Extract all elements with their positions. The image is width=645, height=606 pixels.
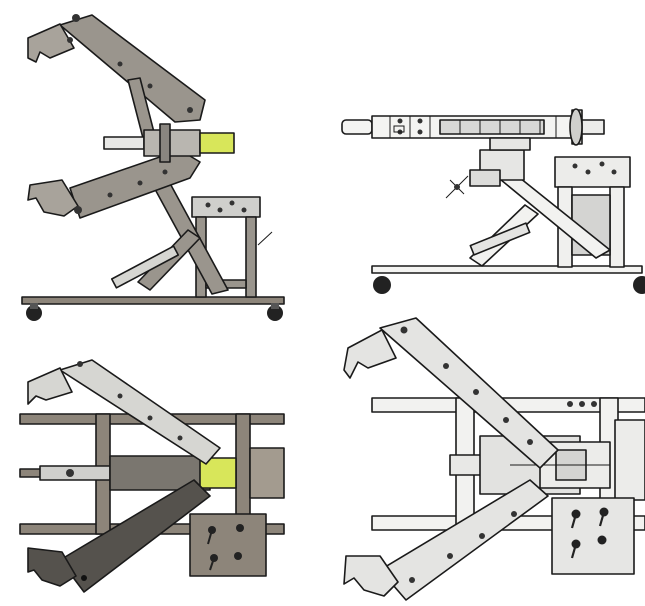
lower-arm (343, 479, 549, 601)
top-view-light-panel (320, 300, 645, 606)
control-box (189, 513, 267, 577)
upper-arm (27, 359, 221, 465)
control-box (551, 497, 635, 575)
support-stand (554, 156, 631, 268)
upper-arm (343, 317, 559, 469)
side-view-retracted-panel (0, 0, 320, 330)
top-view-shaded-drawing (19, 359, 285, 593)
side-view-extended-panel (320, 0, 645, 330)
tool-head (445, 149, 525, 199)
side-view-retracted-drawing (21, 14, 285, 321)
scissor-linkage (110, 175, 229, 295)
top-view-light-drawing (343, 317, 645, 601)
top-view-shaded-panel (0, 330, 320, 606)
upper-jaw-tip (27, 367, 73, 405)
side-view-extended-drawing (341, 108, 645, 294)
scissor-linkage (469, 169, 611, 267)
lower-jaw-tip (27, 547, 77, 587)
lower-arm (27, 149, 201, 219)
caster-wheel-left (373, 276, 391, 294)
lift-cylinder (110, 245, 180, 289)
upper-arm (27, 14, 206, 123)
caster-wheel-right (633, 276, 645, 294)
upper-jaw-tip (27, 23, 75, 63)
base-rail (21, 296, 285, 321)
lower-arm (27, 479, 211, 593)
center-cylinder (103, 123, 235, 163)
extended-arm (341, 108, 605, 151)
lower-jaw-tip (27, 179, 79, 217)
base-rail (371, 265, 645, 294)
upper-jaw-tip (343, 329, 397, 379)
lower-jaw-tip (343, 555, 399, 597)
